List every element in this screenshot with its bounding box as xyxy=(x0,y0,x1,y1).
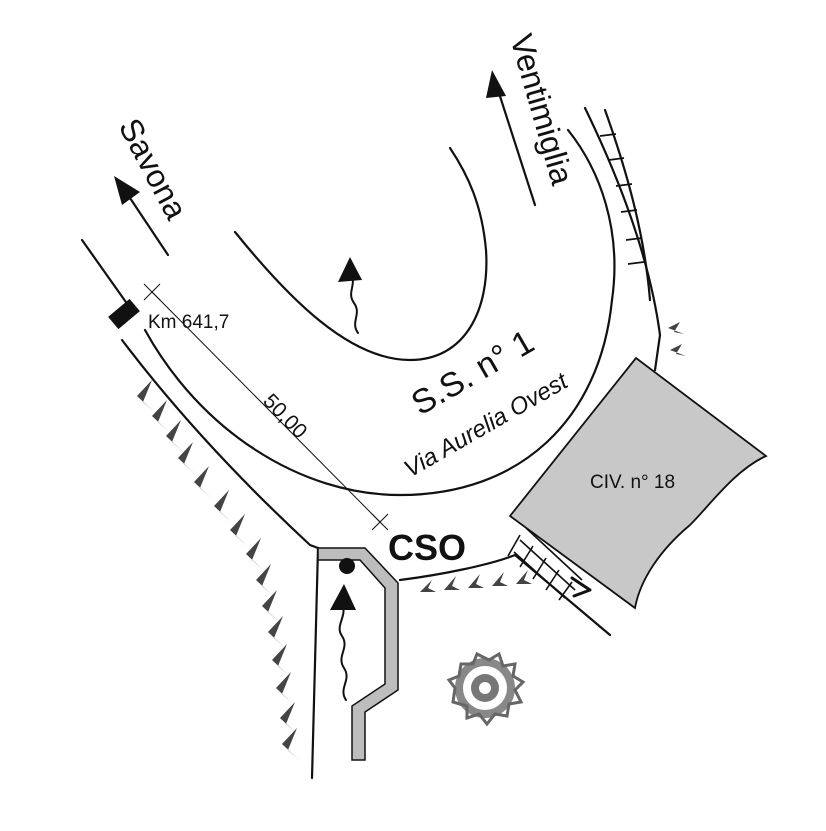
building-label: CIV. n° 18 xyxy=(590,472,675,493)
tree-icon xyxy=(446,651,526,727)
building-civ-18 xyxy=(508,356,768,610)
slope-marks-icon xyxy=(420,570,532,592)
direction-ventimiglia: Ventimiglia xyxy=(503,30,580,189)
road-inner-edge xyxy=(143,128,616,497)
manhole-icon xyxy=(339,558,355,574)
distance-tick-end xyxy=(371,513,389,531)
grating-arrow-icon xyxy=(570,576,592,598)
kilometre-post-icon xyxy=(108,298,140,330)
distance-line xyxy=(151,291,381,523)
distance-label: 50,00 xyxy=(258,389,311,443)
kilometre-label: Km 641,7 xyxy=(148,312,229,333)
guard-rail xyxy=(599,133,645,265)
slope-marks-icon xyxy=(668,322,686,356)
site-label: CSO xyxy=(388,527,466,568)
access-road-east xyxy=(398,553,612,637)
arrow-savona-icon xyxy=(114,176,170,257)
arrow-ventimiglia-icon xyxy=(486,70,537,207)
direction-savona: Savona xyxy=(112,112,195,225)
flow-arrow-icon xyxy=(330,584,356,701)
access-road-west xyxy=(310,546,320,780)
flow-arrow-icon xyxy=(338,257,362,334)
road-centre-line xyxy=(233,146,488,362)
distance-tick-start xyxy=(143,283,161,301)
grating-hatch xyxy=(507,527,583,601)
slope-marks-icon xyxy=(137,380,299,760)
road-outer-edge xyxy=(80,238,130,307)
road-east-edge-inner xyxy=(603,108,652,302)
road-east-edge xyxy=(583,106,662,372)
outfall-channel xyxy=(317,547,399,761)
road-outer-edge-south xyxy=(120,338,320,550)
